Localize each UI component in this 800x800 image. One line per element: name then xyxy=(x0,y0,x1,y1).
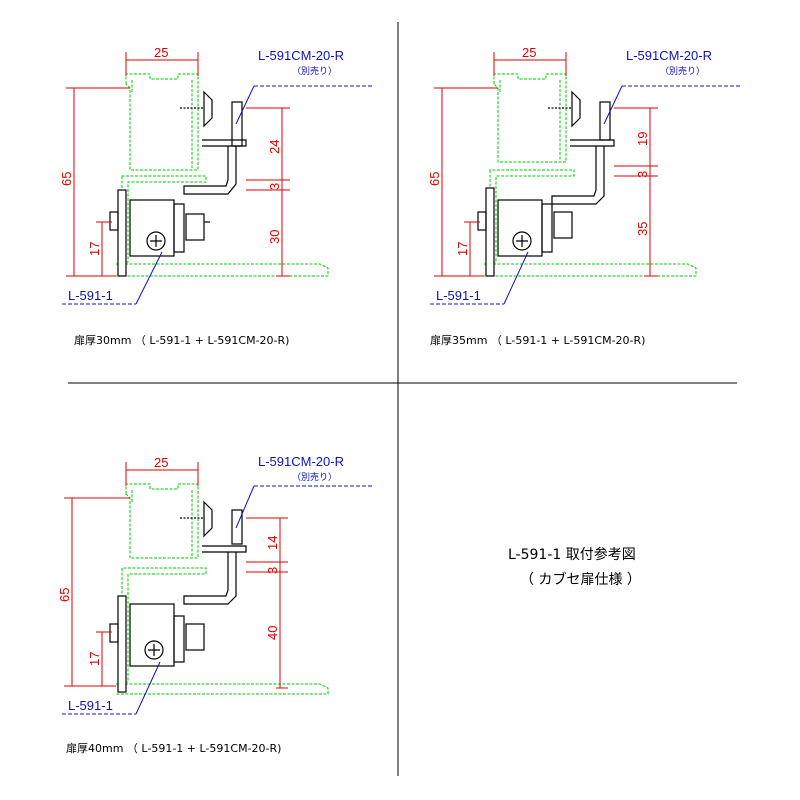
leader-lines xyxy=(430,85,740,305)
label-hinge-note: （別売り） xyxy=(292,65,337,77)
dim-gap: 3 xyxy=(267,183,282,190)
label-hinge: L-591CM-20-R xyxy=(626,48,712,63)
label-hinge: L-591CM-20-R xyxy=(258,454,344,469)
dim-base: 17 xyxy=(87,242,102,256)
dimension-lines xyxy=(66,52,290,277)
dim-total: 65 xyxy=(57,588,72,602)
dim-width: 25 xyxy=(154,455,168,470)
dim-lower: 30 xyxy=(267,230,282,244)
panel-door-35: 25 65 17 19 3 35 L-591CM-20-R （別売り） L-59… xyxy=(427,45,740,347)
catch-block xyxy=(109,189,210,277)
title-line2: （ カブセ扉仕様 ） xyxy=(520,571,641,588)
dim-width: 25 xyxy=(522,45,536,60)
dim-upper: 24 xyxy=(267,140,282,154)
label-catch: L-591-1 xyxy=(68,698,113,713)
catch-block xyxy=(477,187,573,277)
hinge-bracket xyxy=(548,90,615,205)
leader-lines xyxy=(62,485,372,715)
label-hinge-note: （別売り） xyxy=(660,65,705,77)
dim-base: 17 xyxy=(87,652,102,666)
dim-lower: 40 xyxy=(265,626,280,640)
caption: 扉厚30mm （ L-591-1 + L-591CM-20-R) xyxy=(74,334,289,347)
panel-door-40: 25 65 17 14 3 40 L-591CM-20-R （別売り） L-59… xyxy=(57,454,372,755)
label-hinge: L-591CM-20-R xyxy=(258,48,344,63)
dim-lower: 35 xyxy=(635,222,650,236)
title-line1: L-591-1 取付参考図 xyxy=(508,546,636,563)
label-hinge-note: （別売り） xyxy=(292,471,337,483)
dim-total: 65 xyxy=(427,172,442,186)
caption: 扉厚40mm （ L-591-1 + L-591CM-20-R) xyxy=(66,742,281,755)
hinge-bracket xyxy=(180,90,247,195)
dim-upper: 14 xyxy=(265,536,280,550)
drawing-title: L-591-1 取付参考図 （ カブセ扉仕様 ） xyxy=(508,546,641,588)
caption: 扉厚35mm （ L-591-1 + L-591CM-20-R) xyxy=(430,334,645,347)
panel-door-30: 25 65 17 24 3 30 L-591CM-20-R （別売り） L-59… xyxy=(59,45,372,347)
dim-gap: 3 xyxy=(265,567,280,574)
dim-gap: 3 xyxy=(635,171,650,178)
hinge-bracket xyxy=(180,500,247,605)
dim-total: 65 xyxy=(59,172,74,186)
dimension-lines xyxy=(64,462,288,689)
dim-upper: 19 xyxy=(635,132,650,146)
dim-base: 17 xyxy=(455,242,470,256)
dimension-lines xyxy=(434,52,658,277)
dim-width: 25 xyxy=(154,45,168,60)
catch-block xyxy=(109,595,205,693)
leader-lines xyxy=(62,85,372,305)
label-catch: L-591-1 xyxy=(436,288,481,303)
label-catch: L-591-1 xyxy=(68,288,113,303)
